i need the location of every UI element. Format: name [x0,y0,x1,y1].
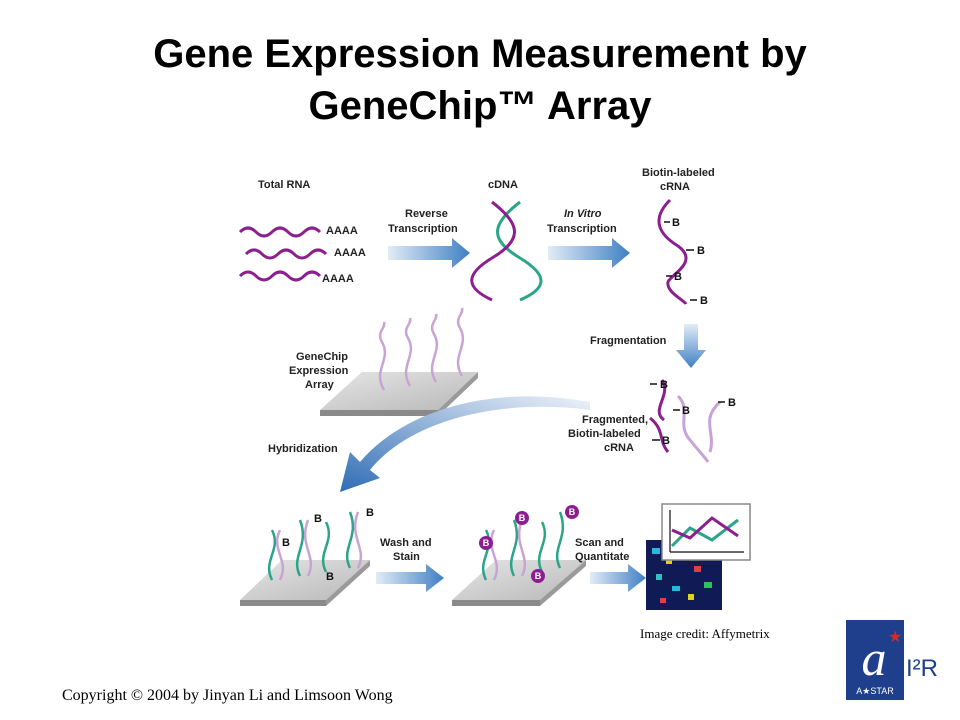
hyb-b-4: B [366,507,374,519]
label-hybridization: Hybridization [268,443,338,455]
array-probes [378,307,465,391]
frag-b-2: B [682,405,690,417]
stain-marker-labels: B B B B [483,507,576,581]
cdna-double-helix [470,200,543,302]
label-genechip: GeneChip [296,351,348,363]
label-transcription-2: Transcription [547,223,617,235]
label-biotin-labeled-2: Biotin-labeled [568,428,641,440]
biotin-b-2: B [697,245,705,257]
slide-title: Gene Expression Measurement by GeneChip™… [0,28,960,132]
label-reverse: Reverse [405,208,448,220]
svg-text:B: B [569,507,576,517]
crna-strand [657,198,688,305]
hybridized-probes [267,511,363,581]
hyb-b-3: B [326,571,334,583]
poly-a-2: AAAA [334,247,366,259]
label-crna-1: cRNA [660,181,690,193]
label-cdna: cDNA [488,179,518,191]
hyb-b-2: B [314,513,322,525]
biotin-b-4: B [700,295,708,307]
stained-probes [481,511,565,581]
label-in-vitro: In Vitro [564,208,602,220]
fragmented-crna [649,379,722,463]
arrow-wash-stain [376,564,444,592]
genechip-array-chip [320,372,478,416]
label-total-rna: Total RNA [258,179,310,191]
label-fragmented: Fragmented, [582,414,648,426]
image-credit: Image credit: Affymetrix [640,626,770,641]
fragment-biotin-tags [650,383,725,441]
biotin-b-1: B [672,217,680,229]
frag-b-4: B [728,397,736,409]
label-fragmentation: Fragmentation [590,335,667,347]
label-quantitate: Quantitate [575,551,629,563]
title-line-2: GeneChip™ Array [308,84,652,128]
arrow-scan-quantitate [590,564,646,592]
copyright-notice: Copyright © 2004 by Jinyan Li and Limsoo… [62,687,393,704]
arrow-fragmentation [676,324,706,368]
hybridized-chip [240,560,370,606]
arrow-reverse-transcription [388,238,470,268]
label-crna-2: cRNA [604,442,634,454]
label-stain: Stain [393,551,420,563]
hyb-b-1: B [282,537,290,549]
astar-i2r-logo: a ★ A★STAR I²R [846,620,938,700]
label-array: Array [305,379,335,391]
svg-text:B: B [535,571,542,581]
rna-strands [238,226,328,282]
frag-b-3: B [662,435,670,447]
label-biotin-labeled: Biotin-labeled [642,167,715,179]
poly-a-1: AAAA [326,225,358,237]
label-wash-and: Wash and [380,537,432,549]
crna-biotin-tags [664,221,697,301]
svg-text:a: a [862,630,887,686]
logo-astar-text: A★STAR [856,686,894,696]
svg-text:B: B [483,538,490,548]
label-transcription-1: Transcription [388,223,458,235]
title-line-1: Gene Expression Measurement by [153,32,807,76]
svg-text:★: ★ [888,627,902,646]
quantitation-chart [661,503,751,561]
arrow-in-vitro-transcription [548,238,630,268]
svg-text:B: B [519,513,526,523]
stained-chip [452,560,586,606]
logo-i2r-text: I²R [906,655,938,682]
label-expression: Expression [289,365,349,377]
biotin-b-3: B [674,271,682,283]
poly-a-3: AAAA [322,273,354,285]
frag-b-1: B [660,379,668,391]
stain-markers [479,505,579,583]
label-scan-and: Scan and [575,537,624,549]
arrow-hybridization [340,396,590,492]
